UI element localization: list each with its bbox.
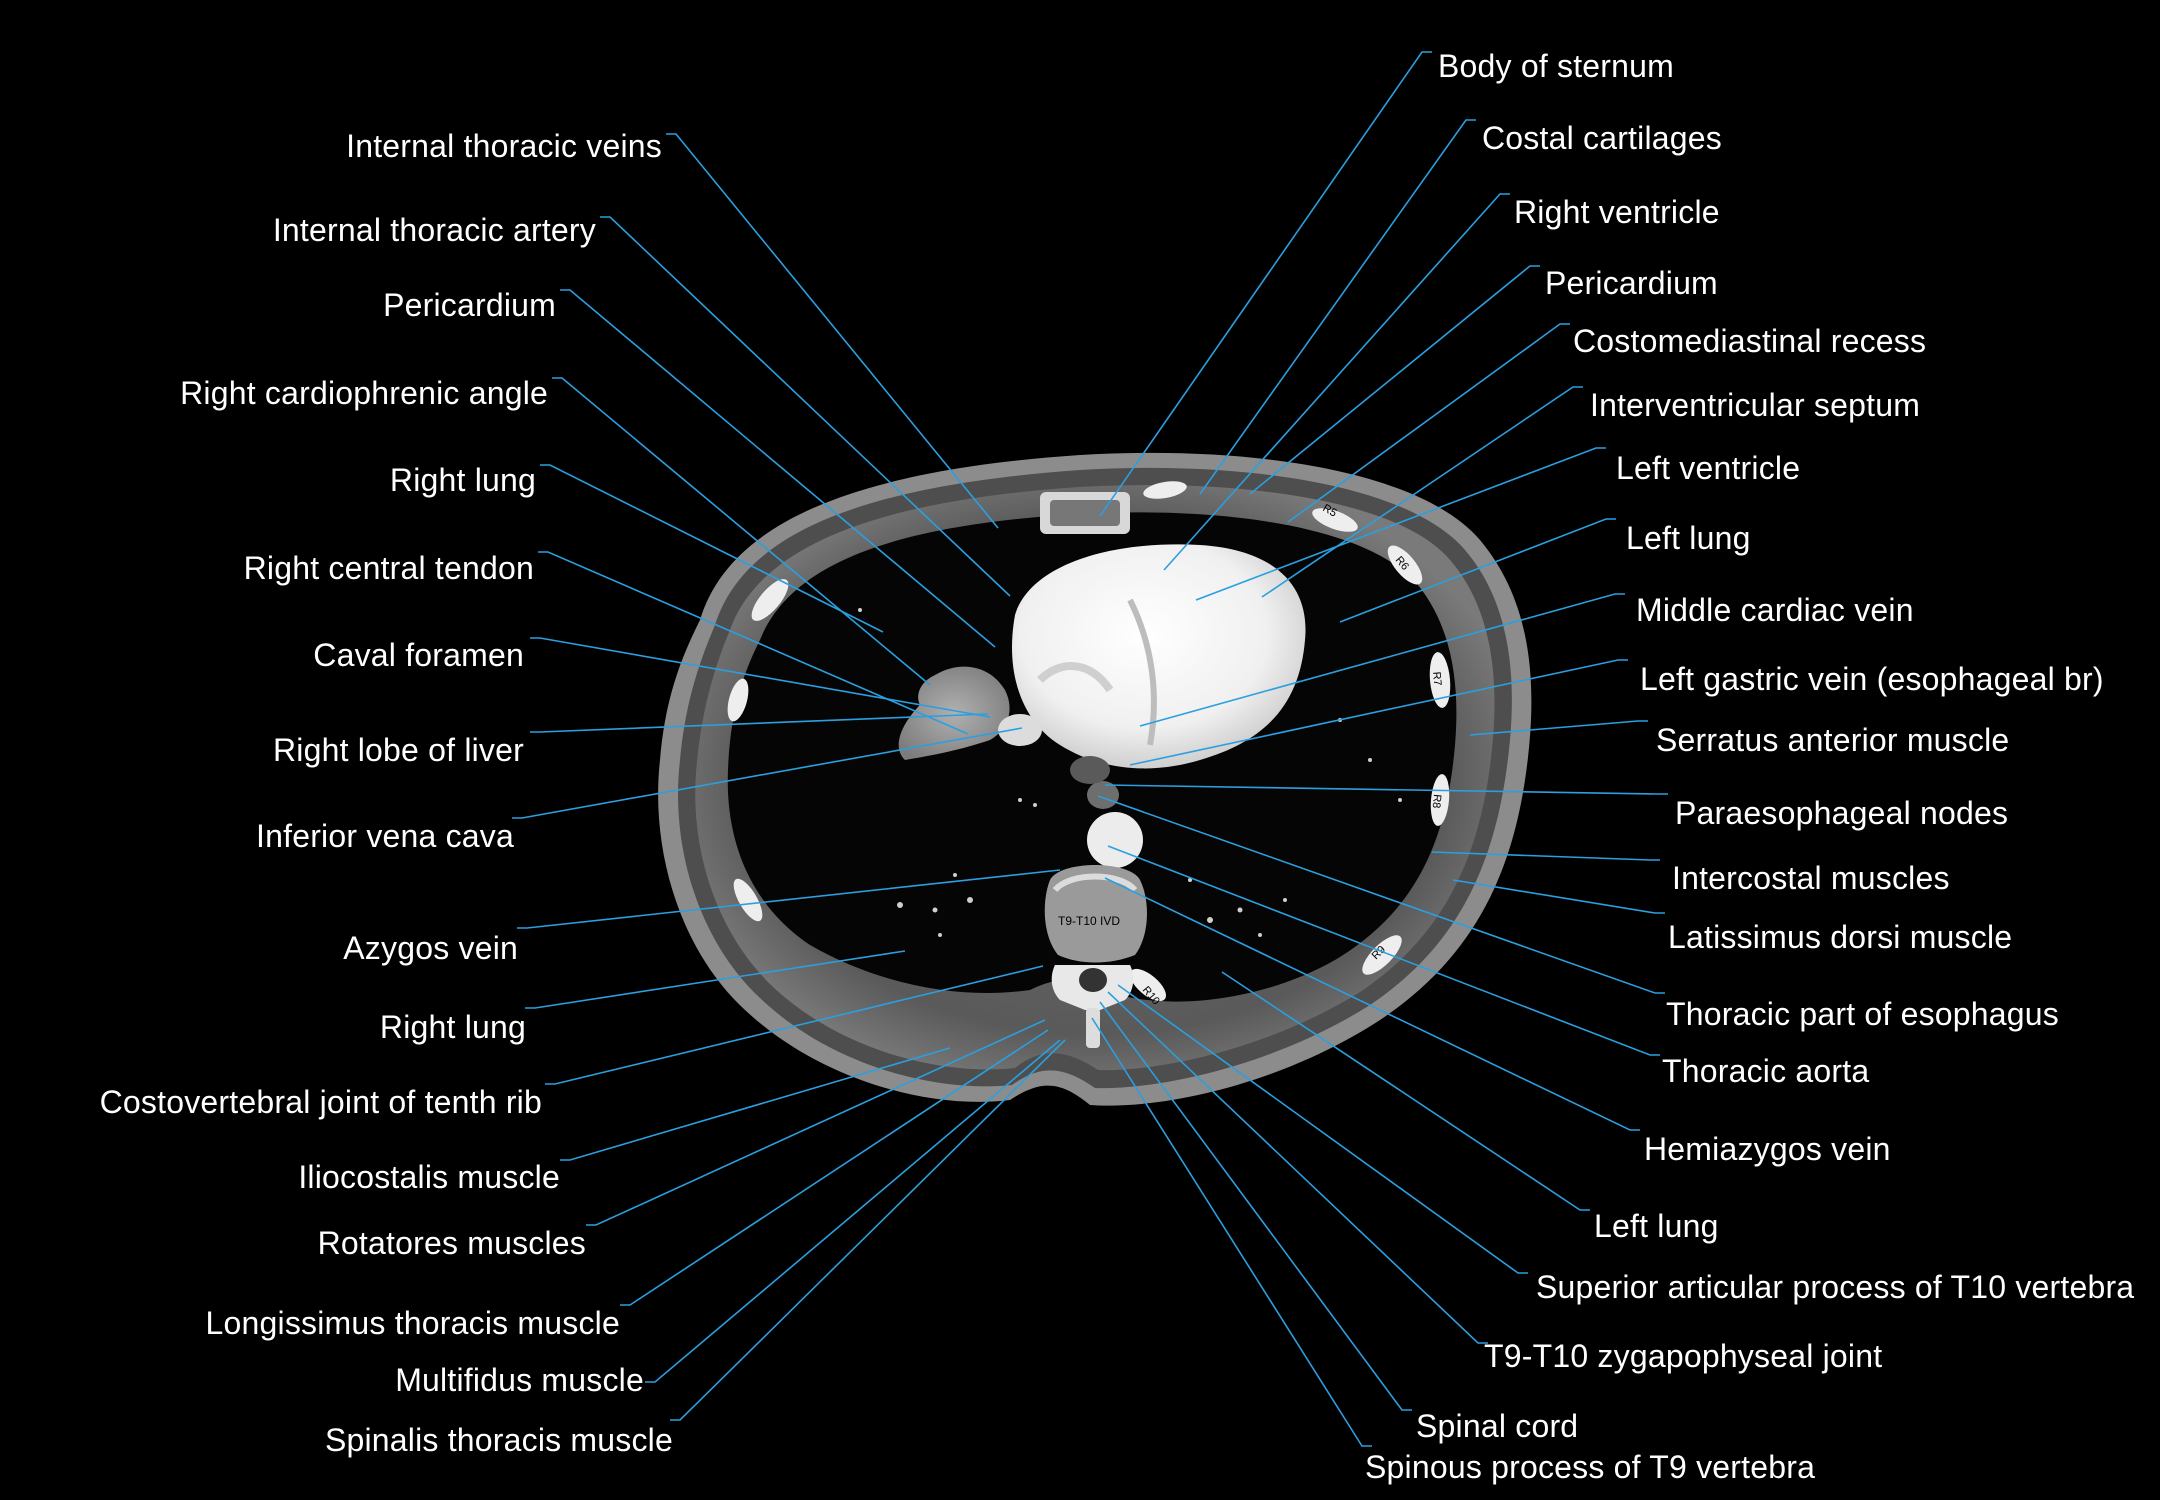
label-internal-thoracic-artery: Internal thoracic artery: [272, 212, 596, 248]
label-zygapophyseal-joint: T9-T10 zygapophyseal joint: [1484, 1338, 1883, 1374]
spinous-process: [1086, 1008, 1100, 1048]
label-hemiazygos-vein: Hemiazygos vein: [1644, 1131, 1891, 1167]
label-latissimus-dorsi-muscle: Latissimus dorsi muscle: [1668, 919, 2013, 955]
label-right-lung-lower: Right lung: [379, 1009, 526, 1045]
label-intercostal-muscles: Intercostal muscles: [1672, 860, 1950, 896]
label-right-central-tendon: Right central tendon: [243, 550, 534, 586]
label-longissimus-thoracis-muscle: Longissimus thoracis muscle: [205, 1305, 620, 1341]
label-costal-cartilages: Costal cartilages: [1482, 120, 1722, 156]
label-thoracic-aorta: Thoracic aorta: [1662, 1053, 1870, 1089]
label-inferior-vena-cava: Inferior vena cava: [256, 818, 514, 854]
label-azygos-vein: Azygos vein: [343, 930, 518, 966]
inferior-vena-cava: [998, 714, 1042, 746]
label-pericardium-right: Pericardium: [1545, 265, 1718, 301]
label-right-lung-upper: Right lung: [389, 462, 536, 498]
label-iliocostalis-muscle: Iliocostalis muscle: [298, 1159, 560, 1195]
label-body-of-sternum: Body of sternum: [1438, 48, 1674, 84]
label-left-lung-lower: Left lung: [1594, 1208, 1719, 1244]
spinal-canal: [1079, 968, 1107, 992]
label-costomediastinal-recess: Costomediastinal recess: [1573, 323, 1927, 359]
rib-label-r8: R8: [1430, 794, 1443, 809]
label-pericardium-left: Pericardium: [383, 287, 556, 323]
label-caval-foramen: Caval foramen: [313, 637, 524, 673]
label-left-gastric-vein: Left gastric vein (esophageal br): [1640, 661, 2104, 697]
label-rotatores-muscles: Rotatores muscles: [317, 1225, 586, 1261]
label-costovertebral-joint: Costovertebral joint of tenth rib: [99, 1084, 542, 1120]
label-left-ventricle: Left ventricle: [1616, 450, 1801, 486]
label-spinous-process-t9: Spinous process of T9 vertebra: [1365, 1449, 1816, 1485]
label-interventricular-septum: Interventricular septum: [1590, 387, 1921, 423]
label-multifidus-muscle: Multifidus muscle: [395, 1362, 644, 1398]
label-right-lobe-of-liver: Right lobe of liver: [272, 732, 524, 768]
label-middle-cardiac-vein: Middle cardiac vein: [1636, 592, 1914, 628]
label-internal-thoracic-veins: Internal thoracic veins: [346, 128, 662, 164]
label-right-ventricle: Right ventricle: [1514, 194, 1720, 230]
label-spinal-cord: Spinal cord: [1416, 1408, 1579, 1444]
label-superior-articular-process: Superior articular process of T10 verteb…: [1536, 1269, 2135, 1305]
esophagus: [1087, 781, 1119, 809]
label-paraesophageal-nodes: Paraesophageal nodes: [1675, 795, 2009, 831]
label-spinalis-thoracis-muscle: Spinalis thoracis muscle: [324, 1422, 673, 1458]
thoracic-aorta: [1087, 812, 1143, 868]
label-thoracic-part-of-esophagus: Thoracic part of esophagus: [1666, 996, 2059, 1032]
vertebra-level-label: T9-T10 IVD: [1058, 914, 1120, 928]
label-right-cardiophrenic-angle: Right cardiophrenic angle: [180, 375, 548, 411]
label-left-lung-upper: Left lung: [1626, 520, 1751, 556]
rib-label-r7: R7: [1430, 671, 1443, 686]
label-serratus-anterior-muscle: Serratus anterior muscle: [1656, 722, 2010, 758]
